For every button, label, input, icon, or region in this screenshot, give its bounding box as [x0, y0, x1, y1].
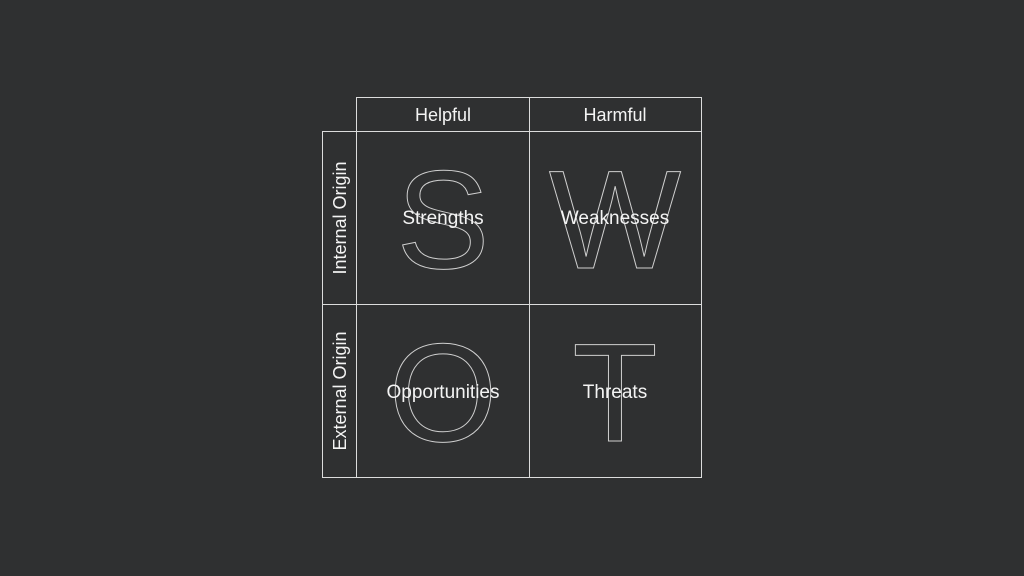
quadrant-strengths-label: Strengths	[402, 208, 483, 229]
swot-letters: S W O T	[388, 141, 682, 472]
quadrant-opportunities-label: Opportunities	[386, 382, 499, 403]
row-header-internal-origin: Internal Origin	[330, 161, 350, 274]
quadrant-threats-label: Threats	[583, 382, 647, 403]
letter-o: O	[389, 314, 498, 471]
row-header-external-origin: External Origin	[330, 331, 350, 450]
letter-w: W	[549, 141, 681, 298]
letter-t: T	[572, 314, 658, 471]
quadrant-weaknesses-label: Weaknesses	[561, 208, 669, 229]
column-header-helpful: Helpful	[415, 105, 471, 125]
matrix-grid	[322, 97, 702, 478]
letter-s: S	[396, 141, 489, 298]
column-header-harmful: Harmful	[583, 105, 646, 125]
